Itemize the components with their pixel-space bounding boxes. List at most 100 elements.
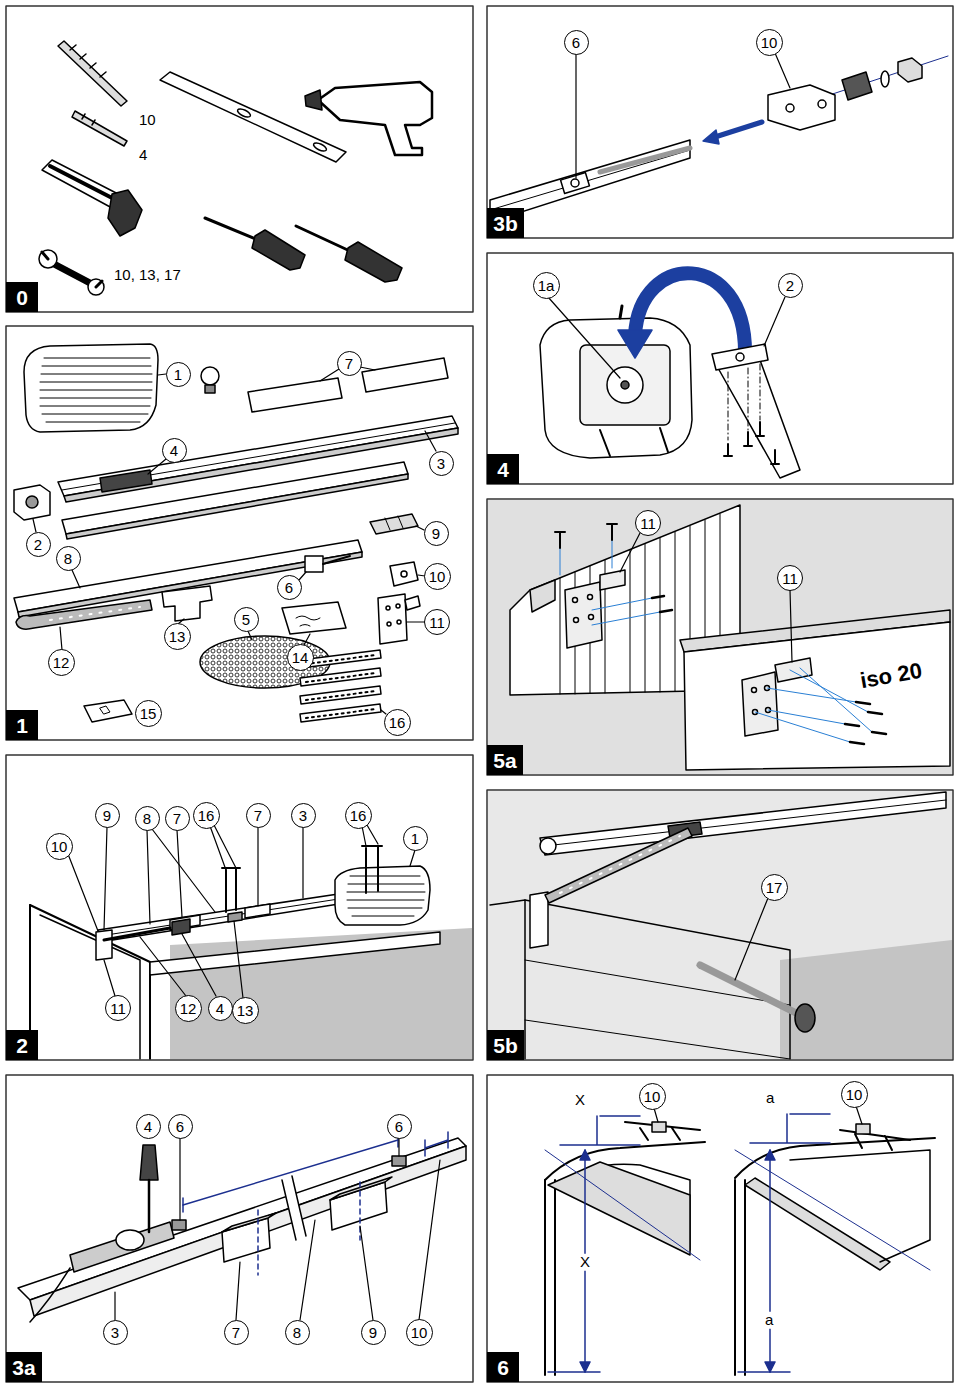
door-frame-illustration	[545, 1180, 555, 1375]
callout-number: 10	[411, 1325, 428, 1340]
parts-illustration	[378, 594, 407, 644]
leader-line	[236, 1262, 240, 1320]
rail-illustration	[222, 1213, 276, 1232]
callout-circle: 6	[564, 30, 589, 55]
rail-illustration	[18, 1138, 466, 1300]
callout-number: 3	[111, 1325, 119, 1340]
tools-illustration	[305, 90, 322, 110]
leader-line	[620, 533, 640, 572]
panel-number: 5a	[493, 750, 516, 771]
parts-illustration	[323, 556, 350, 564]
panel-ground	[780, 940, 952, 1059]
parts-illustration	[370, 514, 418, 534]
parts-illustration	[306, 655, 376, 718]
callout-circle: 7	[337, 351, 362, 376]
callout-number: 8	[293, 1325, 301, 1340]
parts-illustration	[396, 604, 400, 608]
callout-number: 6	[395, 1119, 403, 1134]
leader-line	[416, 526, 424, 530]
callout-circle: 8	[285, 1320, 310, 1345]
bracket-exploded-illustration	[600, 148, 690, 172]
parts-illustration	[14, 485, 50, 520]
callout-circle: 3	[291, 803, 316, 828]
parts-illustration	[362, 358, 448, 392]
motor-mount-illustration	[724, 422, 779, 464]
leader-line	[33, 53, 862, 1320]
arm-and-spring-illustration	[525, 900, 790, 1059]
callout-circle: 12	[48, 649, 75, 676]
dimension-line	[548, 1371, 600, 1373]
leader-line	[735, 898, 768, 980]
leader-line	[548, 297, 620, 378]
callout-circle: 12	[175, 995, 202, 1022]
tools-illustration	[70, 45, 106, 77]
panel-number: 6	[497, 1357, 509, 1378]
callout-number: 11	[782, 571, 798, 586]
panel-frame	[6, 6, 953, 1382]
callout-circle: 6	[277, 575, 302, 600]
callout-circle: 10	[841, 1081, 868, 1108]
leader-line	[104, 827, 107, 930]
callout-circle: 10	[756, 29, 783, 56]
part-label: a	[764, 1090, 776, 1107]
leader-line	[299, 572, 306, 580]
bracket-exploded-illustration	[818, 100, 826, 108]
door-bracket-illustration	[742, 672, 778, 736]
leader-line	[575, 54, 576, 178]
tools-illustration	[39, 41, 432, 295]
callout-number: 16	[389, 715, 406, 730]
callout-circle: 14	[287, 644, 314, 671]
callout-number: 7	[173, 811, 181, 826]
leader-line	[257, 827, 258, 906]
callout-number: 9	[103, 808, 111, 823]
parts-illustration	[50, 607, 140, 620]
overview-illustration	[104, 928, 170, 940]
callout-circle: 7	[224, 1320, 249, 1345]
panel-frame	[487, 6, 953, 238]
callout-circle: 1	[166, 362, 191, 387]
callout-circle: 13	[164, 623, 191, 650]
callout-number: 11	[110, 1001, 126, 1016]
tools-illustration	[296, 226, 352, 252]
arm-and-spring-illustration	[490, 792, 946, 1059]
leader-line	[407, 621, 425, 622]
callout-circle: 9	[95, 803, 120, 828]
callout-number: 13	[169, 629, 186, 644]
rail-illustration	[392, 1156, 406, 1166]
arm-and-spring-illustration	[525, 960, 790, 1059]
callout-number: 8	[64, 551, 72, 566]
callout-circle: 4	[136, 1114, 161, 1139]
panel-number-box: 4	[487, 454, 519, 484]
leader-line	[114, 1292, 115, 1320]
parts-illustration	[100, 706, 110, 714]
callout-circle: 10	[46, 833, 73, 860]
dimension-line	[560, 1116, 640, 1145]
callout-number: 1a	[538, 278, 555, 293]
overview-illustration	[347, 876, 425, 916]
panel-number-box: 1	[6, 710, 38, 740]
callout-circle: 17	[761, 874, 788, 901]
door-frame-illustration	[735, 1138, 935, 1178]
parts-illustration	[282, 602, 346, 634]
door-bracket-illustration	[530, 580, 555, 612]
door-bracket-illustration	[555, 524, 617, 548]
panel-number-box: 3a	[6, 1352, 42, 1382]
bracket-exploded-illustration	[490, 56, 948, 222]
callout-number: 6	[176, 1119, 184, 1134]
door-frame-illustration	[545, 1122, 935, 1375]
bracket-exploded-illustration	[703, 130, 719, 144]
panel-ground	[488, 500, 952, 774]
panel-frame	[487, 1075, 953, 1382]
overview-illustration	[172, 919, 190, 935]
bracket-exploded-illustration	[768, 85, 835, 130]
callout-circle: 11	[424, 609, 450, 635]
leader-line	[210, 825, 236, 870]
parts-illustration	[62, 462, 408, 534]
parts-illustration	[300, 704, 381, 722]
arm-and-spring-illustration	[540, 792, 946, 855]
tools-illustration	[108, 190, 142, 236]
panel-frame	[6, 326, 473, 740]
callout-circle: 16	[384, 709, 411, 736]
callout-number: 15	[140, 706, 157, 721]
